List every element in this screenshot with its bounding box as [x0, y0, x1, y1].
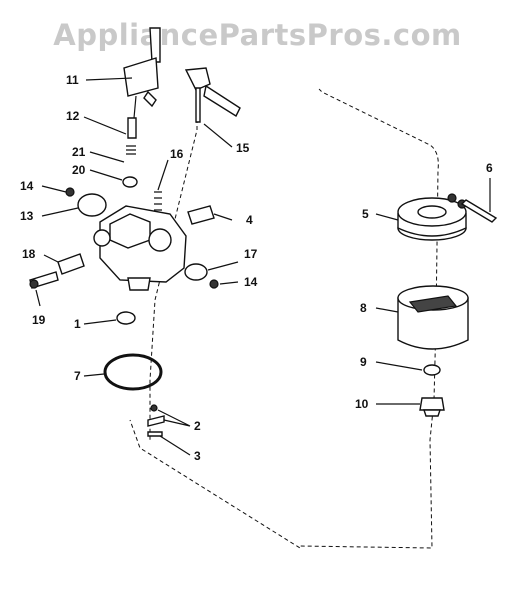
- part-3-pin: [147, 431, 163, 437]
- part-20-washer: [122, 176, 138, 188]
- callout-6: 6: [486, 161, 493, 175]
- callout-3: 3: [194, 449, 201, 463]
- part-5-bowl-cover: [397, 193, 467, 241]
- callout-9: 9: [360, 355, 367, 369]
- callout-1: 1: [74, 317, 81, 331]
- part-2-pin: [147, 404, 165, 427]
- part-16-spring: [154, 191, 162, 211]
- callout-15: 15: [236, 141, 250, 155]
- part-10-nut: [419, 397, 445, 417]
- part-19-screw: [29, 271, 59, 289]
- part-18-spring: [57, 253, 85, 275]
- callout-19: 19: [32, 313, 46, 327]
- callout-14-top: 14: [20, 179, 34, 193]
- leader-lines: [35, 77, 491, 456]
- part-14-screw-top: [65, 187, 75, 197]
- part-1-ring: [116, 311, 136, 325]
- part-12-shaft: [127, 117, 137, 139]
- carburetor-body: [93, 205, 187, 291]
- callout-10: 10: [355, 397, 369, 411]
- part-9-washer: [423, 364, 441, 376]
- watermark-logo: AppliancePartsPros.com: [53, 18, 462, 52]
- callout-13: 13: [20, 209, 34, 223]
- part-15-throttle-lever: [184, 67, 241, 123]
- part-14-screw-right: [209, 279, 219, 289]
- part-6-pin: [460, 199, 498, 223]
- callout-20: 20: [72, 163, 86, 177]
- callout-2: 2: [194, 419, 201, 433]
- callout-12: 12: [66, 109, 80, 123]
- part-7-gasket: [103, 353, 163, 391]
- callout-16: 16: [170, 147, 184, 161]
- callout-4: 4: [246, 213, 253, 227]
- callout-11: 11: [66, 73, 79, 87]
- part-21-spring: [126, 145, 136, 155]
- callout-8: 8: [360, 301, 367, 315]
- callout-18: 18: [22, 247, 36, 261]
- part-17-bowl-nut: [184, 263, 208, 281]
- callout-17: 17: [244, 247, 258, 261]
- part-8-float-bowl: [397, 285, 469, 350]
- callout-14-right: 14: [244, 275, 258, 289]
- callout-5: 5: [362, 207, 369, 221]
- guide-line-main: [129, 88, 439, 549]
- callout-21: 21: [72, 145, 86, 159]
- callout-7: 7: [74, 369, 81, 383]
- part-4-fitting: [187, 205, 215, 225]
- part-11-choke-lever: [123, 27, 161, 119]
- part-13-plate: [77, 193, 107, 217]
